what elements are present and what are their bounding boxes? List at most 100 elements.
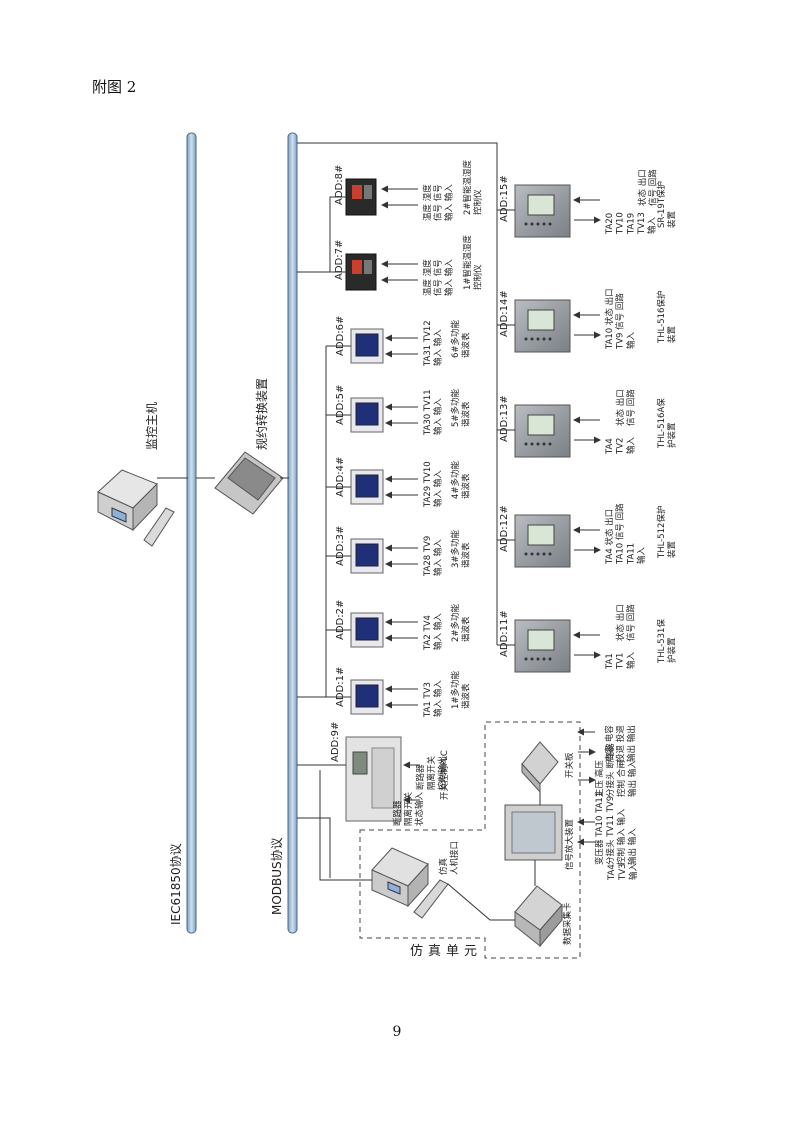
protection-name-2-line-0: THL-512保护	[656, 506, 667, 559]
protection-left-4-line-2: 输入	[625, 331, 636, 349]
sim-signals-mid: 主压 高压 分接头 断路器 控制 合闸 输出 输入	[594, 741, 638, 797]
meter-inputs-4: TA29 TV10输入 输入	[423, 461, 444, 508]
protocol-converter-label: 规约转换装置	[254, 378, 269, 450]
monitor-host-label: 监控主机	[145, 402, 159, 450]
temp-controller-1	[345, 253, 377, 291]
meter-inputs-6-line-1: 输入 输入	[433, 329, 444, 366]
protection-left-2: TA4 状态 出口TA10 信号 回路TA11输入	[604, 503, 647, 565]
meter-address-5: ADD:5#	[335, 385, 346, 425]
temp-name-2: 2#智能温湿度控制仪	[462, 159, 484, 215]
temp-name-1-line-1: 控制仪	[473, 264, 484, 290]
temp-inputs-2-line-2: 输入 输入	[443, 184, 454, 221]
data-collector-icon	[514, 885, 563, 948]
protection-name-5: SR-19T保护装置	[656, 181, 678, 228]
protection-name-1: THL-531保护装置	[656, 619, 678, 664]
meter-name-1: 1#多功能谐波表	[450, 670, 472, 709]
protection-device-2	[514, 514, 571, 568]
meter-inputs-5-line-1: 输入 输入	[433, 398, 444, 435]
protection-name-3: THL-516A保护装置	[656, 398, 678, 449]
meter-name-2-line-1: 谐波表	[461, 616, 472, 642]
plc-output-1: 隔离开关	[426, 755, 437, 790]
protection-left-5-line-1: TV10	[616, 212, 626, 235]
temp-inputs-2: 温度 湿度信号 信号输入 输入	[422, 184, 454, 221]
protocol-converter-icon	[214, 451, 284, 515]
meter-inputs-4-line-0: TA29 TV10	[423, 461, 433, 508]
sim-unit-label: 仿 真 单 元	[410, 944, 477, 959]
meter-address-6: ADD:6#	[335, 316, 346, 356]
protection-left-5-line-4: 输入	[647, 216, 658, 234]
meter-name-4: 4#多功能谐波表	[450, 460, 472, 499]
sim-signal-bottom-2: 控制 输入 输入	[616, 808, 627, 865]
meter-inputs-6: TA31 TV12输入 输入	[423, 320, 444, 367]
meter-name-5-line-0: 5#多功能	[450, 388, 461, 427]
protection-name-5-line-0: SR-19T保护	[656, 181, 667, 228]
meter-name-6-line-0: 6#多功能	[450, 319, 461, 358]
protection-left-1-line-2: 输入	[625, 651, 636, 669]
temp-inputs-2-line-0: 温度 湿度	[422, 184, 433, 221]
protection-left-3: TA4TV2输入	[605, 436, 636, 455]
plc-address: ADD:9#	[330, 722, 341, 762]
protection-address-3: ADD:13#	[499, 395, 510, 442]
protection-left-1: TA1TV1输入	[605, 651, 636, 670]
sim-unit-char-3: 元	[464, 944, 477, 959]
protection-left-2-line-1: TA10 信号 回路	[615, 503, 626, 565]
temp-inputs-1-line-2: 输入 输入	[443, 259, 454, 296]
protection-left-5-line-3: TV13	[637, 212, 647, 235]
switch-board-icon	[521, 741, 559, 794]
signal-amplifier-label: 信号放大装置	[564, 818, 575, 870]
protection-address-5: ADD:15#	[499, 175, 510, 222]
temp-address-2: ADD:8#	[334, 165, 345, 205]
monitor-host-icon	[97, 469, 175, 547]
protection-device-1	[514, 619, 571, 673]
meter-name-6-line-1: 谐波表	[461, 332, 472, 358]
protection-address-4: ADD:14#	[499, 290, 510, 337]
sim-signal-mid-1: 分接头 断路器	[605, 743, 616, 797]
sim-signal-bottom-3: 输出 输入	[627, 828, 638, 865]
protection-name-2: THL-512保护装置	[656, 506, 678, 559]
protection-left-1-line-1: TV1	[616, 653, 626, 670]
protection-right-1-line-1: 信号 回路	[626, 604, 637, 641]
protection-left-2-line-2: TA11	[626, 543, 636, 565]
protection-name-4: THL-516保护装置	[656, 291, 678, 344]
meter-name-1-line-1: 谐波表	[461, 683, 472, 709]
meter-name-1-line-0: 1#多功能	[450, 670, 461, 709]
sim-pc-label-0: 仿真	[438, 857, 449, 875]
meter-device-2	[350, 612, 384, 648]
meter-inputs-2: TA2 TV4输入 输入	[423, 613, 444, 651]
sim-pc-label: 仿真 人机接口	[438, 841, 460, 875]
plc-input-2: 状态输入	[414, 791, 425, 826]
plc-output-0: 断路器	[415, 764, 426, 790]
plc-inputs: 断路器 隔离开关 状态输入	[392, 789, 425, 826]
protection-left-5-line-2: TA19	[626, 213, 636, 235]
temp-controller-2	[345, 178, 377, 216]
meter-address-4: ADD:4#	[335, 457, 346, 497]
meter-inputs-3: TA28 TV9输入 输入	[423, 536, 444, 577]
protection-left-4: TA10 状态 出口TV9 信号 回路输入	[604, 288, 636, 350]
page-number: 9	[392, 1024, 402, 1040]
protection-right-3-line-0: 状态 出口	[615, 389, 626, 426]
protection-right-5-line-0: 状态 出口	[637, 169, 648, 206]
plc-outputs: 断路器 隔离开关 控制输出	[415, 753, 448, 790]
data-collector-label: 数据采集卡	[562, 902, 573, 945]
temp-address-1: ADD:7#	[334, 240, 345, 280]
modbus-bus-label: MODBUS协议	[269, 837, 284, 915]
protection-left-1-line-0: TA1	[605, 653, 615, 670]
meter-inputs-5: TA30 TV11输入 输入	[423, 389, 444, 436]
temp-inputs-1-line-1: 信号 信号	[433, 259, 444, 296]
sim-signal-top-2: 输出 输出	[626, 725, 637, 762]
protection-name-2-line-1: 装置	[667, 540, 678, 558]
meter-device-3	[350, 538, 384, 574]
temp-name-2-line-0: 2#智能温湿度	[462, 159, 473, 215]
meter-device-6	[350, 328, 384, 364]
protection-device-4	[514, 299, 571, 353]
protection-name-3-line-1: 护装置	[667, 422, 678, 448]
meter-address-1: ADD:1#	[335, 667, 346, 707]
meter-inputs-4-line-1: 输入 输入	[433, 470, 444, 507]
protection-device-3	[514, 404, 571, 458]
meter-name-3-line-1: 谐波表	[461, 542, 472, 568]
protection-left-3-line-0: TA4	[605, 438, 615, 455]
plc-output-2: 控制输出	[437, 756, 448, 790]
sim-signal-top-0: 电容 电容	[604, 725, 615, 762]
